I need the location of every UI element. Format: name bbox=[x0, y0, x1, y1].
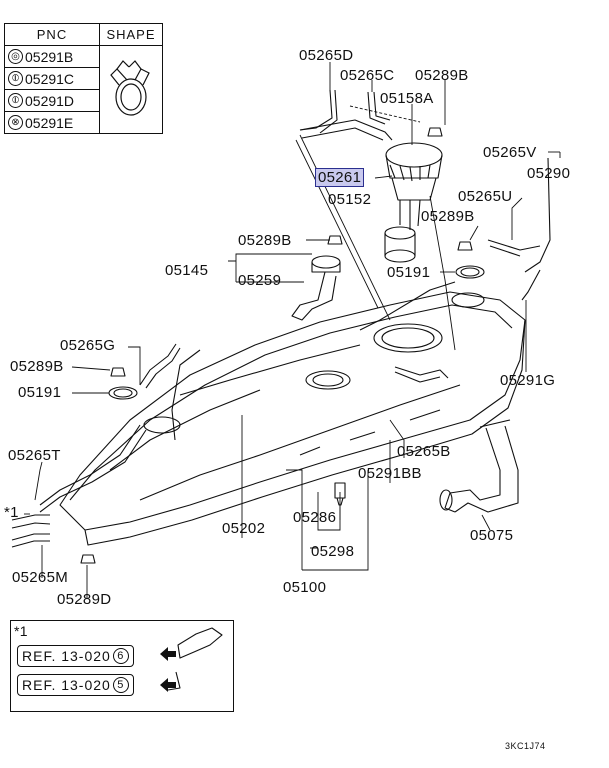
reference-box: *1 REF. 13-020 6 REF. 13-020 5 bbox=[10, 620, 234, 712]
legend-pnc[interactable]: 05291B bbox=[25, 48, 74, 65]
clamp-symbol-icon: ◎ bbox=[8, 49, 23, 64]
part-label[interactable]: 05289B bbox=[415, 67, 469, 84]
part-label[interactable]: 05298 bbox=[311, 543, 355, 560]
clamp-symbol-icon: ⦶ bbox=[8, 71, 23, 86]
part-label[interactable]: 05289B bbox=[238, 232, 292, 249]
part-label[interactable]: 05291G bbox=[500, 372, 556, 389]
diagram-code: 3KC1J74 bbox=[505, 741, 546, 751]
part-label[interactable]: 05259 bbox=[238, 272, 282, 289]
reference-text: REF. 13-020 bbox=[22, 648, 111, 664]
part-label[interactable]: 05265V bbox=[483, 144, 537, 161]
part-label[interactable]: 05291BB bbox=[358, 465, 422, 482]
pnc-legend-table: PNC SHAPE ◎ 05291B bbox=[4, 23, 163, 134]
hose-clamp-icon bbox=[110, 60, 150, 116]
part-label[interactable]: 05202 bbox=[222, 520, 266, 537]
reference-link[interactable]: REF. 13-020 5 bbox=[17, 674, 134, 696]
legend-pnc[interactable]: 05291E bbox=[25, 114, 74, 131]
part-label[interactable]: 05289B bbox=[10, 358, 64, 375]
part-label[interactable]: 05100 bbox=[283, 579, 327, 596]
footnote-marker: *1 bbox=[4, 504, 19, 521]
part-label[interactable]: 05265M bbox=[12, 569, 69, 586]
part-label[interactable]: 05158A bbox=[380, 90, 434, 107]
part-label[interactable]: 05289B bbox=[421, 208, 475, 225]
legend-row: ⊗ 05291E bbox=[4, 111, 100, 134]
part-label[interactable]: 05075 bbox=[470, 527, 514, 544]
reference-text: REF. 13-020 bbox=[22, 677, 111, 693]
part-label[interactable]: 05145 bbox=[165, 262, 209, 279]
fuel-tank-body bbox=[59, 291, 526, 531]
clamp-symbol-icon: ⦶ bbox=[8, 93, 23, 108]
arrow-icon bbox=[160, 647, 176, 692]
part-label[interactable]: 05265T bbox=[8, 447, 61, 464]
part-label[interactable]: 05265U bbox=[458, 188, 513, 205]
clamp-shape-cell bbox=[99, 45, 163, 134]
reference-box-title: *1 bbox=[14, 623, 28, 639]
part-label[interactable]: 05265C bbox=[340, 67, 395, 84]
reference-link[interactable]: REF. 13-020 6 bbox=[17, 645, 134, 667]
part-label[interactable]: 05152 bbox=[328, 191, 372, 208]
legend-pnc[interactable]: 05291D bbox=[25, 92, 75, 109]
legend-pnc[interactable]: 05291C bbox=[25, 70, 75, 87]
part-label[interactable]: 05265B bbox=[397, 443, 451, 460]
clamp-symbol-icon: ⊗ bbox=[8, 115, 23, 130]
reference-circle-number: 5 bbox=[112, 677, 129, 693]
highlighted-part-label[interactable]: 05261 bbox=[314, 168, 365, 187]
part-label[interactable]: 05286 bbox=[293, 509, 337, 526]
legend-row: ⦶ 05291D bbox=[4, 89, 100, 112]
part-label[interactable]: 05289D bbox=[57, 591, 112, 608]
part-label[interactable]: 05290 bbox=[527, 165, 571, 182]
part-label[interactable]: 05191 bbox=[18, 384, 62, 401]
part-label[interactable]: 05265G bbox=[60, 337, 116, 354]
legend-header-shape: SHAPE bbox=[99, 23, 163, 46]
reference-circle-number: 6 bbox=[112, 648, 129, 664]
part-label[interactable]: 05265D bbox=[299, 47, 354, 64]
part-label[interactable]: 05191 bbox=[387, 264, 431, 281]
